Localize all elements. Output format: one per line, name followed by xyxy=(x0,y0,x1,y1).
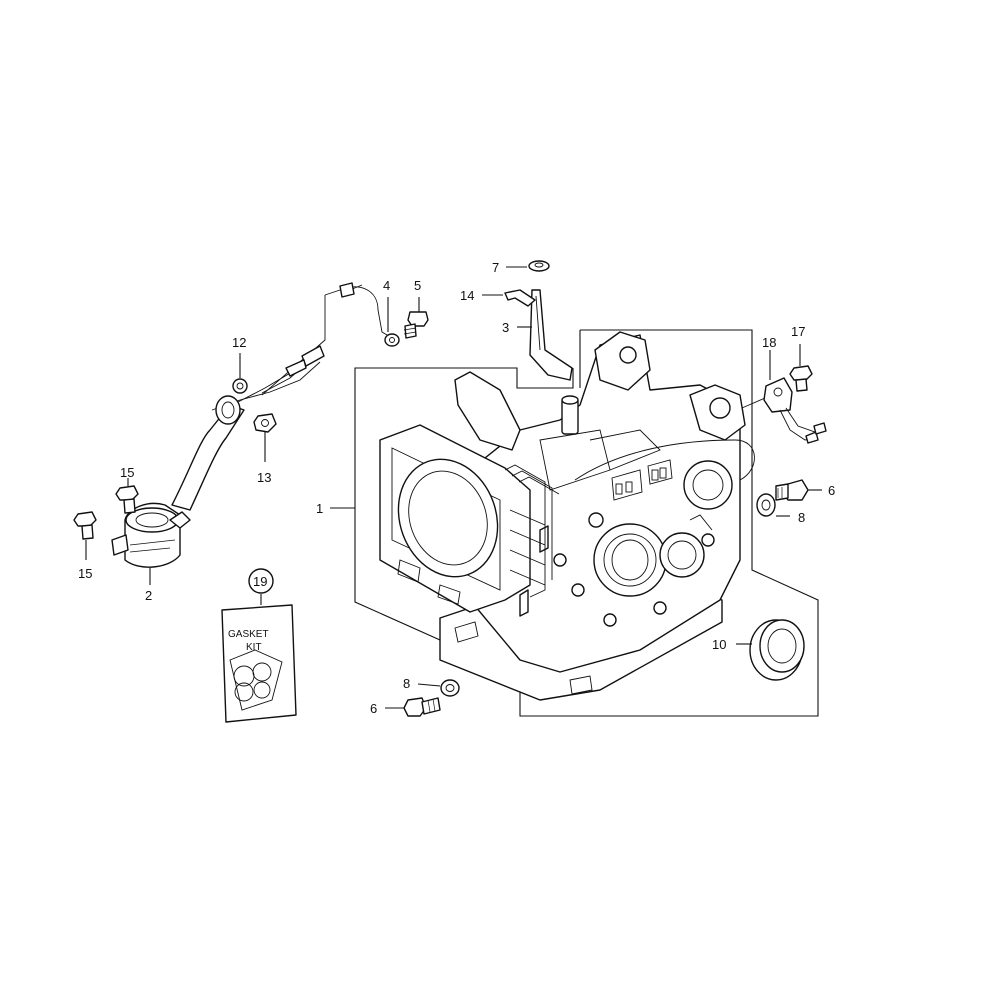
callout-8-lower: 8 xyxy=(403,676,410,691)
washer-part-8-lower[interactable] xyxy=(440,679,460,697)
callout-4: 4 xyxy=(383,278,390,293)
grommet-part-4[interactable] xyxy=(384,333,400,347)
crankcase-part[interactable] xyxy=(439,331,755,701)
callout-7: 7 xyxy=(492,260,499,275)
o-ring-part-12[interactable] xyxy=(232,378,248,394)
callout-1: 1 xyxy=(316,501,323,516)
bolt-part-5[interactable] xyxy=(403,311,429,339)
gasket-kit-label-line1: GASKET xyxy=(228,629,269,640)
bolt-part-6-right[interactable] xyxy=(775,479,809,501)
gasket-kit-label-line2: KIT xyxy=(246,642,262,653)
callout-2: 2 xyxy=(145,588,152,603)
sensor-part-18[interactable] xyxy=(741,377,827,444)
callout-15-top: 15 xyxy=(120,465,134,480)
oil-sensor-wiring[interactable] xyxy=(171,282,393,511)
guide-rod-part[interactable] xyxy=(529,289,573,381)
callout-19: 19 xyxy=(253,574,267,589)
bolt-part-17[interactable] xyxy=(789,365,813,392)
oil-switch-part-2[interactable] xyxy=(111,502,191,568)
gasket-kit-part-19[interactable] xyxy=(221,604,297,723)
oil-seal-part-10[interactable] xyxy=(749,619,805,681)
callout-5: 5 xyxy=(414,278,421,293)
callout-17: 17 xyxy=(791,324,805,339)
callout-15-bottom: 15 xyxy=(78,566,92,581)
callout-circle-19 xyxy=(248,568,274,594)
bolt-part-6-lower[interactable] xyxy=(403,697,441,717)
crankcase-bracket xyxy=(330,329,819,717)
callout-10: 10 xyxy=(712,637,726,652)
callout-13: 13 xyxy=(257,470,271,485)
callout-6-right: 6 xyxy=(828,483,835,498)
callout-18: 18 xyxy=(762,335,776,350)
bolt-part-15b[interactable] xyxy=(73,511,97,540)
washer-part-8-right[interactable] xyxy=(756,493,776,517)
cylinder-block xyxy=(379,424,560,613)
clip-part-14[interactable] xyxy=(504,289,536,307)
nut-part-13[interactable] xyxy=(253,413,277,433)
callout-14: 14 xyxy=(460,288,474,303)
callout-3: 3 xyxy=(502,320,509,335)
callout-6-lower: 6 xyxy=(370,701,377,716)
callout-8-right: 8 xyxy=(798,510,805,525)
bolt-part-15a[interactable] xyxy=(115,485,139,514)
washer-part-7[interactable] xyxy=(528,260,550,272)
callout-12: 12 xyxy=(232,335,246,350)
